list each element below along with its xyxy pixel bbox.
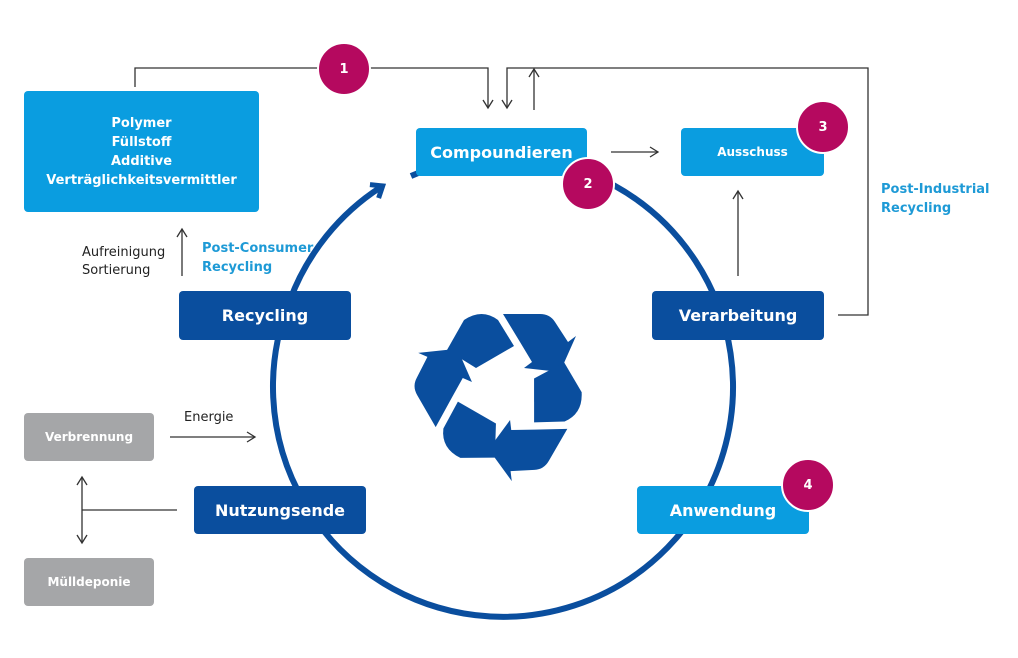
node-compoundieren-label: Compoundieren [430,142,573,162]
label-post-consumer-line1: Post-Consumer [202,241,314,256]
badge-3: 3 [796,100,850,154]
label-post-consumer-recycling: Post-Consumer Recycling [202,239,313,277]
label-post-consumer-line2: Recycling [202,260,273,275]
node-muelldeponie: Mülldeponie [24,558,154,606]
badge-2: 2 [561,157,615,211]
input-additive: Additive [110,153,173,169]
label-post-industrial-line2: Recycling [881,201,952,216]
badge-2-number: 2 [583,176,593,192]
node-verarbeitung-label: Verarbeitung [678,306,798,325]
recycle-icon [414,314,582,482]
badge-1: 1 [317,42,371,96]
feed-line-inputs [134,67,494,110]
node-verbrennung-label: Verbrennung [44,430,134,444]
badge-4: 4 [781,458,835,512]
node-verarbeitung: Verarbeitung [652,291,824,340]
node-ausschuss-label: Ausschuss [717,145,788,159]
label-sortierung: Sortierung [82,263,151,278]
cycle-arrow-segment [287,182,387,302]
node-anwendung: Anwendung [637,486,809,534]
node-nutzungsende: Nutzungsende [194,486,366,534]
input-vertraeglichkeitsvermittler: Verträglichkeitsvermittler [46,172,237,188]
label-post-industrial-line1: Post-Industrial [881,182,990,197]
node-compoundieren: Compoundieren [416,128,587,176]
post-industrial-return-line [501,67,869,316]
cycle-ring [269,153,736,620]
node-recycling: Recycling [179,291,351,340]
label-aufreinigung-sortierung: Aufreinigung Sortierung [82,244,165,280]
badge-1-number: 1 [339,61,349,77]
label-post-industrial-recycling: Post-Industrial Recycling [881,180,990,218]
node-muelldeponie-label: Mülldeponie [47,575,131,589]
input-fuellstoff: Füllstoff [111,134,172,150]
badge-4-number: 4 [803,477,813,493]
label-energie: Energie [184,409,233,427]
node-verbrennung: Verbrennung [24,413,154,461]
label-aufreinigung: Aufreinigung [82,245,166,260]
node-nutzungsende-label: Nutzungsende [214,500,346,520]
badge-3-number: 3 [818,119,828,135]
node-anwendung-label: Anwendung [669,500,777,520]
label-energie-text: Energie [184,410,234,425]
inputs-box: Polymer Füllstoff Additive Verträglichke… [24,91,259,212]
input-polymer: Polymer [111,115,172,131]
node-recycling-label: Recycling [221,306,309,325]
